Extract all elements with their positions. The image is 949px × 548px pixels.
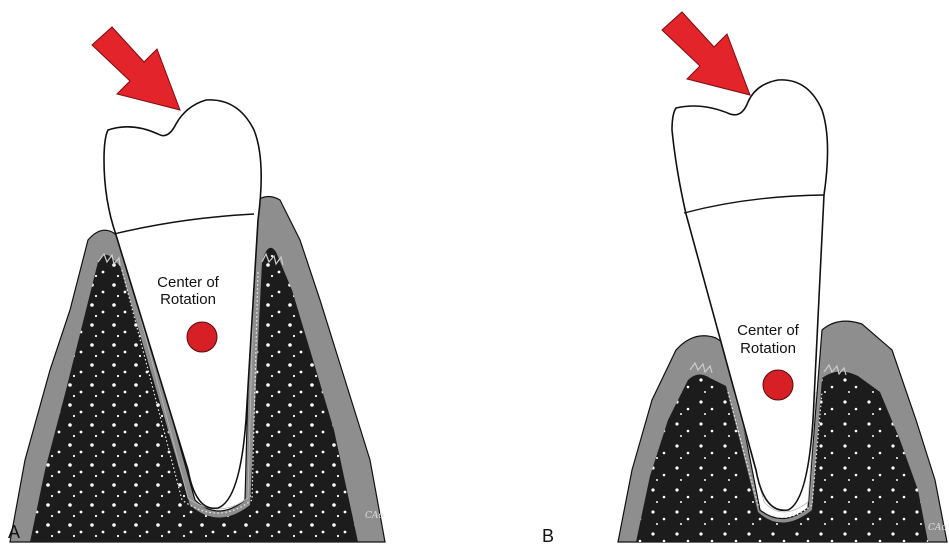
center-of-rotation-label-line1-a: Center of — [157, 274, 220, 291]
force-arrow-b — [662, 12, 750, 95]
red-arrow-icon — [92, 27, 180, 110]
red-dot-icon — [187, 322, 217, 352]
red-arrow-icon — [662, 12, 750, 95]
red-dot-icon — [763, 370, 793, 400]
center-of-rotation-label-line1-b: Center of — [737, 322, 800, 339]
center-of-rotation-label-line2-a: Rotation — [160, 291, 216, 308]
force-arrow-a — [92, 27, 180, 110]
panel-letter-b: B — [542, 526, 554, 546]
panel-b: Center of Rotation CAo B — [542, 12, 947, 546]
panel-letter-a: A — [8, 522, 20, 542]
signature-b: CAo — [928, 523, 947, 533]
panel-a: Center of Rotation CAo A — [8, 27, 385, 542]
center-of-rotation-label-line2-b: Rotation — [740, 340, 796, 357]
signature-a: CAo — [365, 511, 384, 521]
